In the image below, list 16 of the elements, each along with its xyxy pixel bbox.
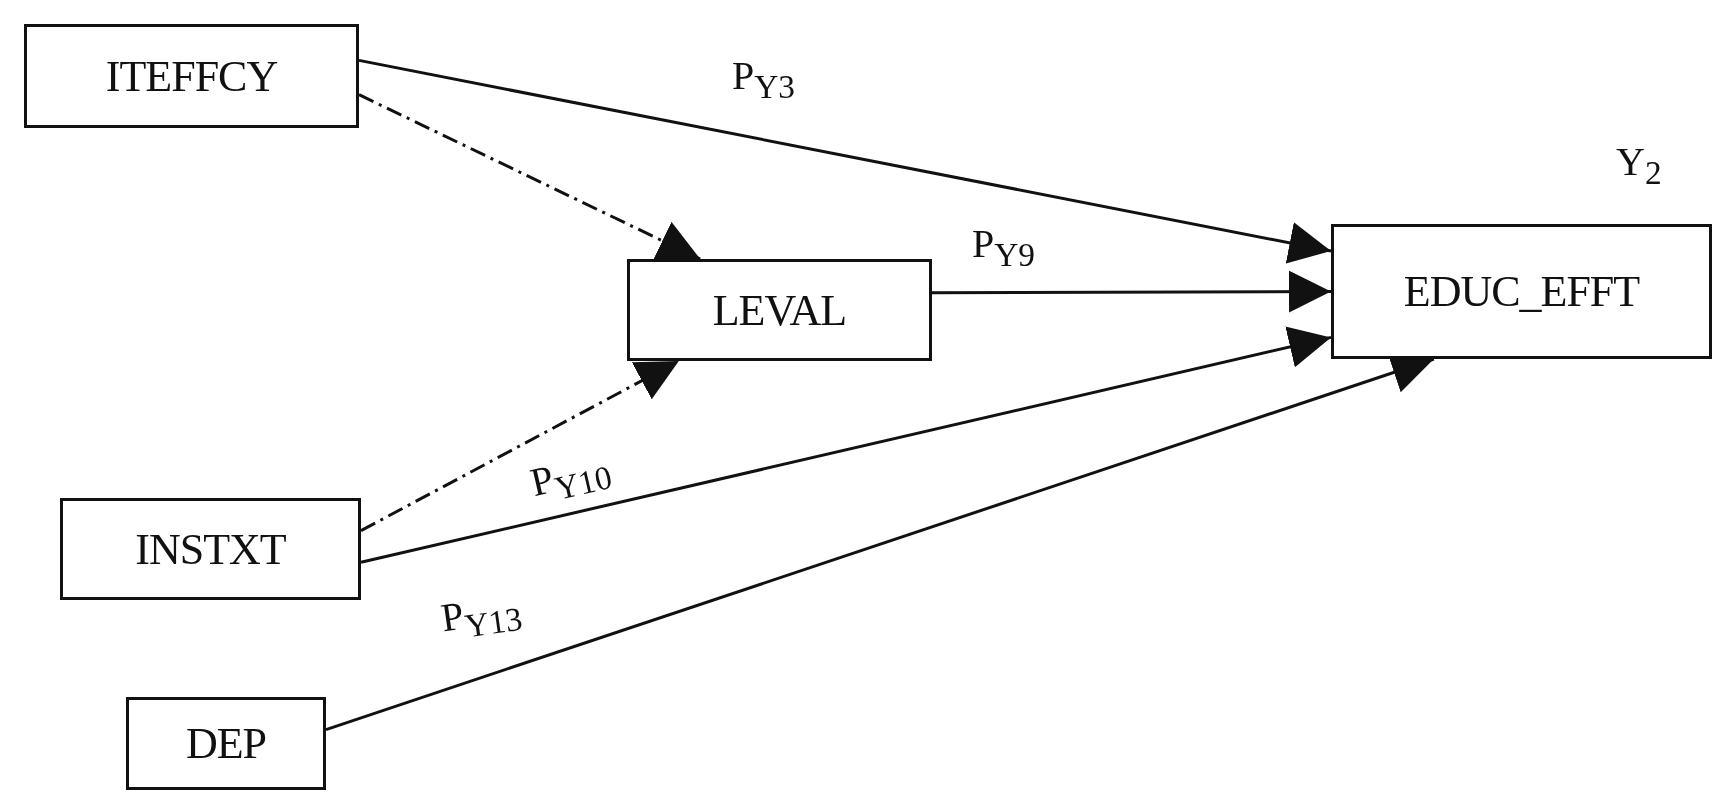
arrow bbox=[932, 270, 1331, 313]
arrow bbox=[358, 58, 1332, 264]
variable-name: INSTXT bbox=[135, 523, 286, 575]
variable-name: ITEFFCY bbox=[105, 50, 278, 102]
variable-symbol: Y$_{2}$ bbox=[1616, 138, 1662, 192]
variable-box bbox=[627, 259, 932, 361]
arrow bbox=[360, 326, 1332, 564]
variable-name: LEVAL bbox=[712, 284, 847, 336]
arrow bbox=[360, 359, 680, 532]
variable-name: EDUC_EFFT bbox=[1403, 266, 1640, 317]
variable-box bbox=[1331, 224, 1712, 359]
variable-name: DEP bbox=[185, 718, 267, 769]
variable-box bbox=[60, 498, 361, 600]
variable-box bbox=[126, 697, 326, 790]
arrow bbox=[358, 93, 701, 261]
variable-box bbox=[24, 24, 359, 128]
